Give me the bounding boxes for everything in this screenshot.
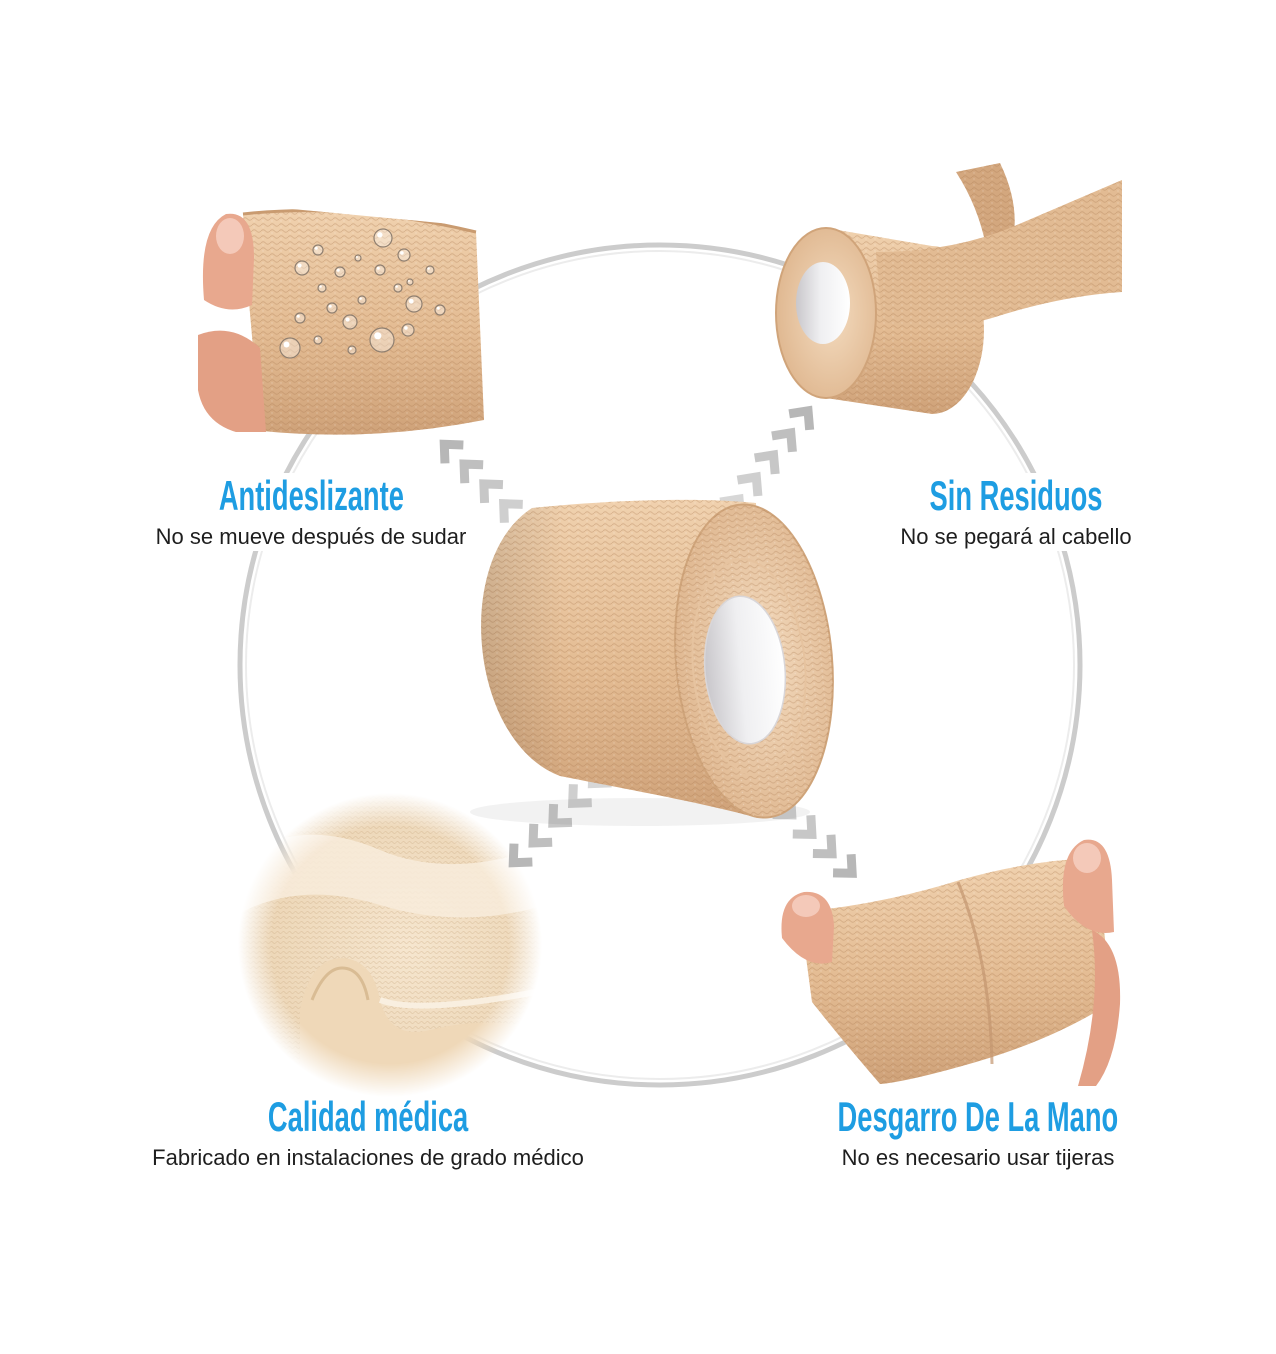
chevron [479, 479, 504, 504]
feature-antislip: Antideslizante No se mueve después de su… [71, 473, 551, 551]
bandage-roll-photo [470, 499, 834, 826]
water-droplet [425, 265, 435, 275]
water-droplet [326, 302, 338, 314]
feature-title-text: Antideslizante [218, 472, 404, 519]
chevron [792, 815, 817, 839]
medical-grade-fabric-photo [236, 792, 547, 1102]
feature-residue-free: Sin Residuos No se pegará al cabello [776, 473, 1256, 551]
texture-overlay [800, 858, 1112, 1084]
feature-title-text: Desgarro De La Mano [837, 1093, 1119, 1140]
feature-title: Desgarro De La Mano [738, 1094, 1218, 1140]
water-droplet [373, 228, 393, 248]
water-droplets [279, 228, 446, 359]
water-droplet [294, 312, 306, 324]
feature-title-text: Sin Residuos [929, 472, 1103, 519]
residue-free-photo [775, 163, 1122, 414]
texture-overlay [876, 180, 1122, 329]
ring-inner [245, 250, 1075, 1080]
feature-hand-tear: Desgarro De La Mano No es necesario usar… [738, 1094, 1218, 1172]
chevron [548, 803, 573, 828]
fabric-fold-curl [300, 958, 546, 1102]
water-droplet [347, 345, 357, 355]
water-droplet [397, 248, 411, 262]
feature-description: Fabricado en instalaciones de grado médi… [152, 1145, 584, 1170]
chevron [508, 843, 533, 868]
feature-title: Sin Residuos [776, 473, 1256, 519]
chevron [439, 439, 464, 464]
fabric-fold-shadow [310, 966, 370, 1001]
chevron [812, 834, 837, 859]
water-droplet [434, 304, 446, 316]
water-droplet [342, 314, 358, 330]
arrow-top-right-icon [719, 405, 815, 519]
water-droplet [405, 295, 423, 313]
fabric-fold-highlight [378, 987, 547, 1009]
chevron [498, 498, 523, 523]
water-droplet [279, 337, 301, 359]
fabric-fold-top [236, 834, 546, 918]
texture-overlay [956, 163, 1015, 246]
water-droplet [369, 327, 395, 353]
water-droplet [312, 244, 324, 256]
roll-core [703, 595, 787, 745]
water-droplet [374, 264, 386, 276]
antislip-photo [198, 209, 484, 435]
water-droplet [317, 283, 327, 293]
feature-description: No se pegará al cabello [900, 524, 1132, 549]
chevron [528, 823, 553, 848]
feature-title: Antideslizante [71, 473, 551, 519]
chevron [771, 427, 797, 453]
right-hand [1078, 930, 1121, 1086]
chevron [788, 405, 815, 431]
water-droplet [354, 254, 362, 262]
feature-description: No es necesario usar tijeras [841, 1145, 1115, 1170]
chevron [567, 784, 592, 809]
chevron [459, 459, 484, 484]
water-droplet [357, 295, 367, 305]
chevron [736, 471, 763, 497]
roll-core [796, 262, 850, 344]
left-finger-nail [792, 895, 820, 917]
feature-description: No se mueve después de sudar [155, 524, 467, 549]
roll-layers [691, 558, 807, 776]
right-thumb-nail [1073, 843, 1101, 873]
water-droplet [294, 260, 310, 276]
chevron [832, 853, 857, 878]
feature-medical-grade: Calidad médica Fabricado en instalacione… [128, 1094, 608, 1172]
texture-overlay [243, 210, 484, 435]
water-droplet [406, 278, 414, 286]
chevron [753, 449, 780, 475]
water-droplet [313, 335, 323, 345]
ring-outer [237, 242, 1083, 1088]
water-droplet [401, 323, 415, 337]
hand-tear-photo [781, 839, 1121, 1086]
water-droplet [393, 283, 403, 293]
thumb-nail [216, 218, 244, 254]
water-droplet [334, 266, 346, 278]
finger [198, 330, 266, 432]
bandage-fold [956, 881, 994, 1065]
